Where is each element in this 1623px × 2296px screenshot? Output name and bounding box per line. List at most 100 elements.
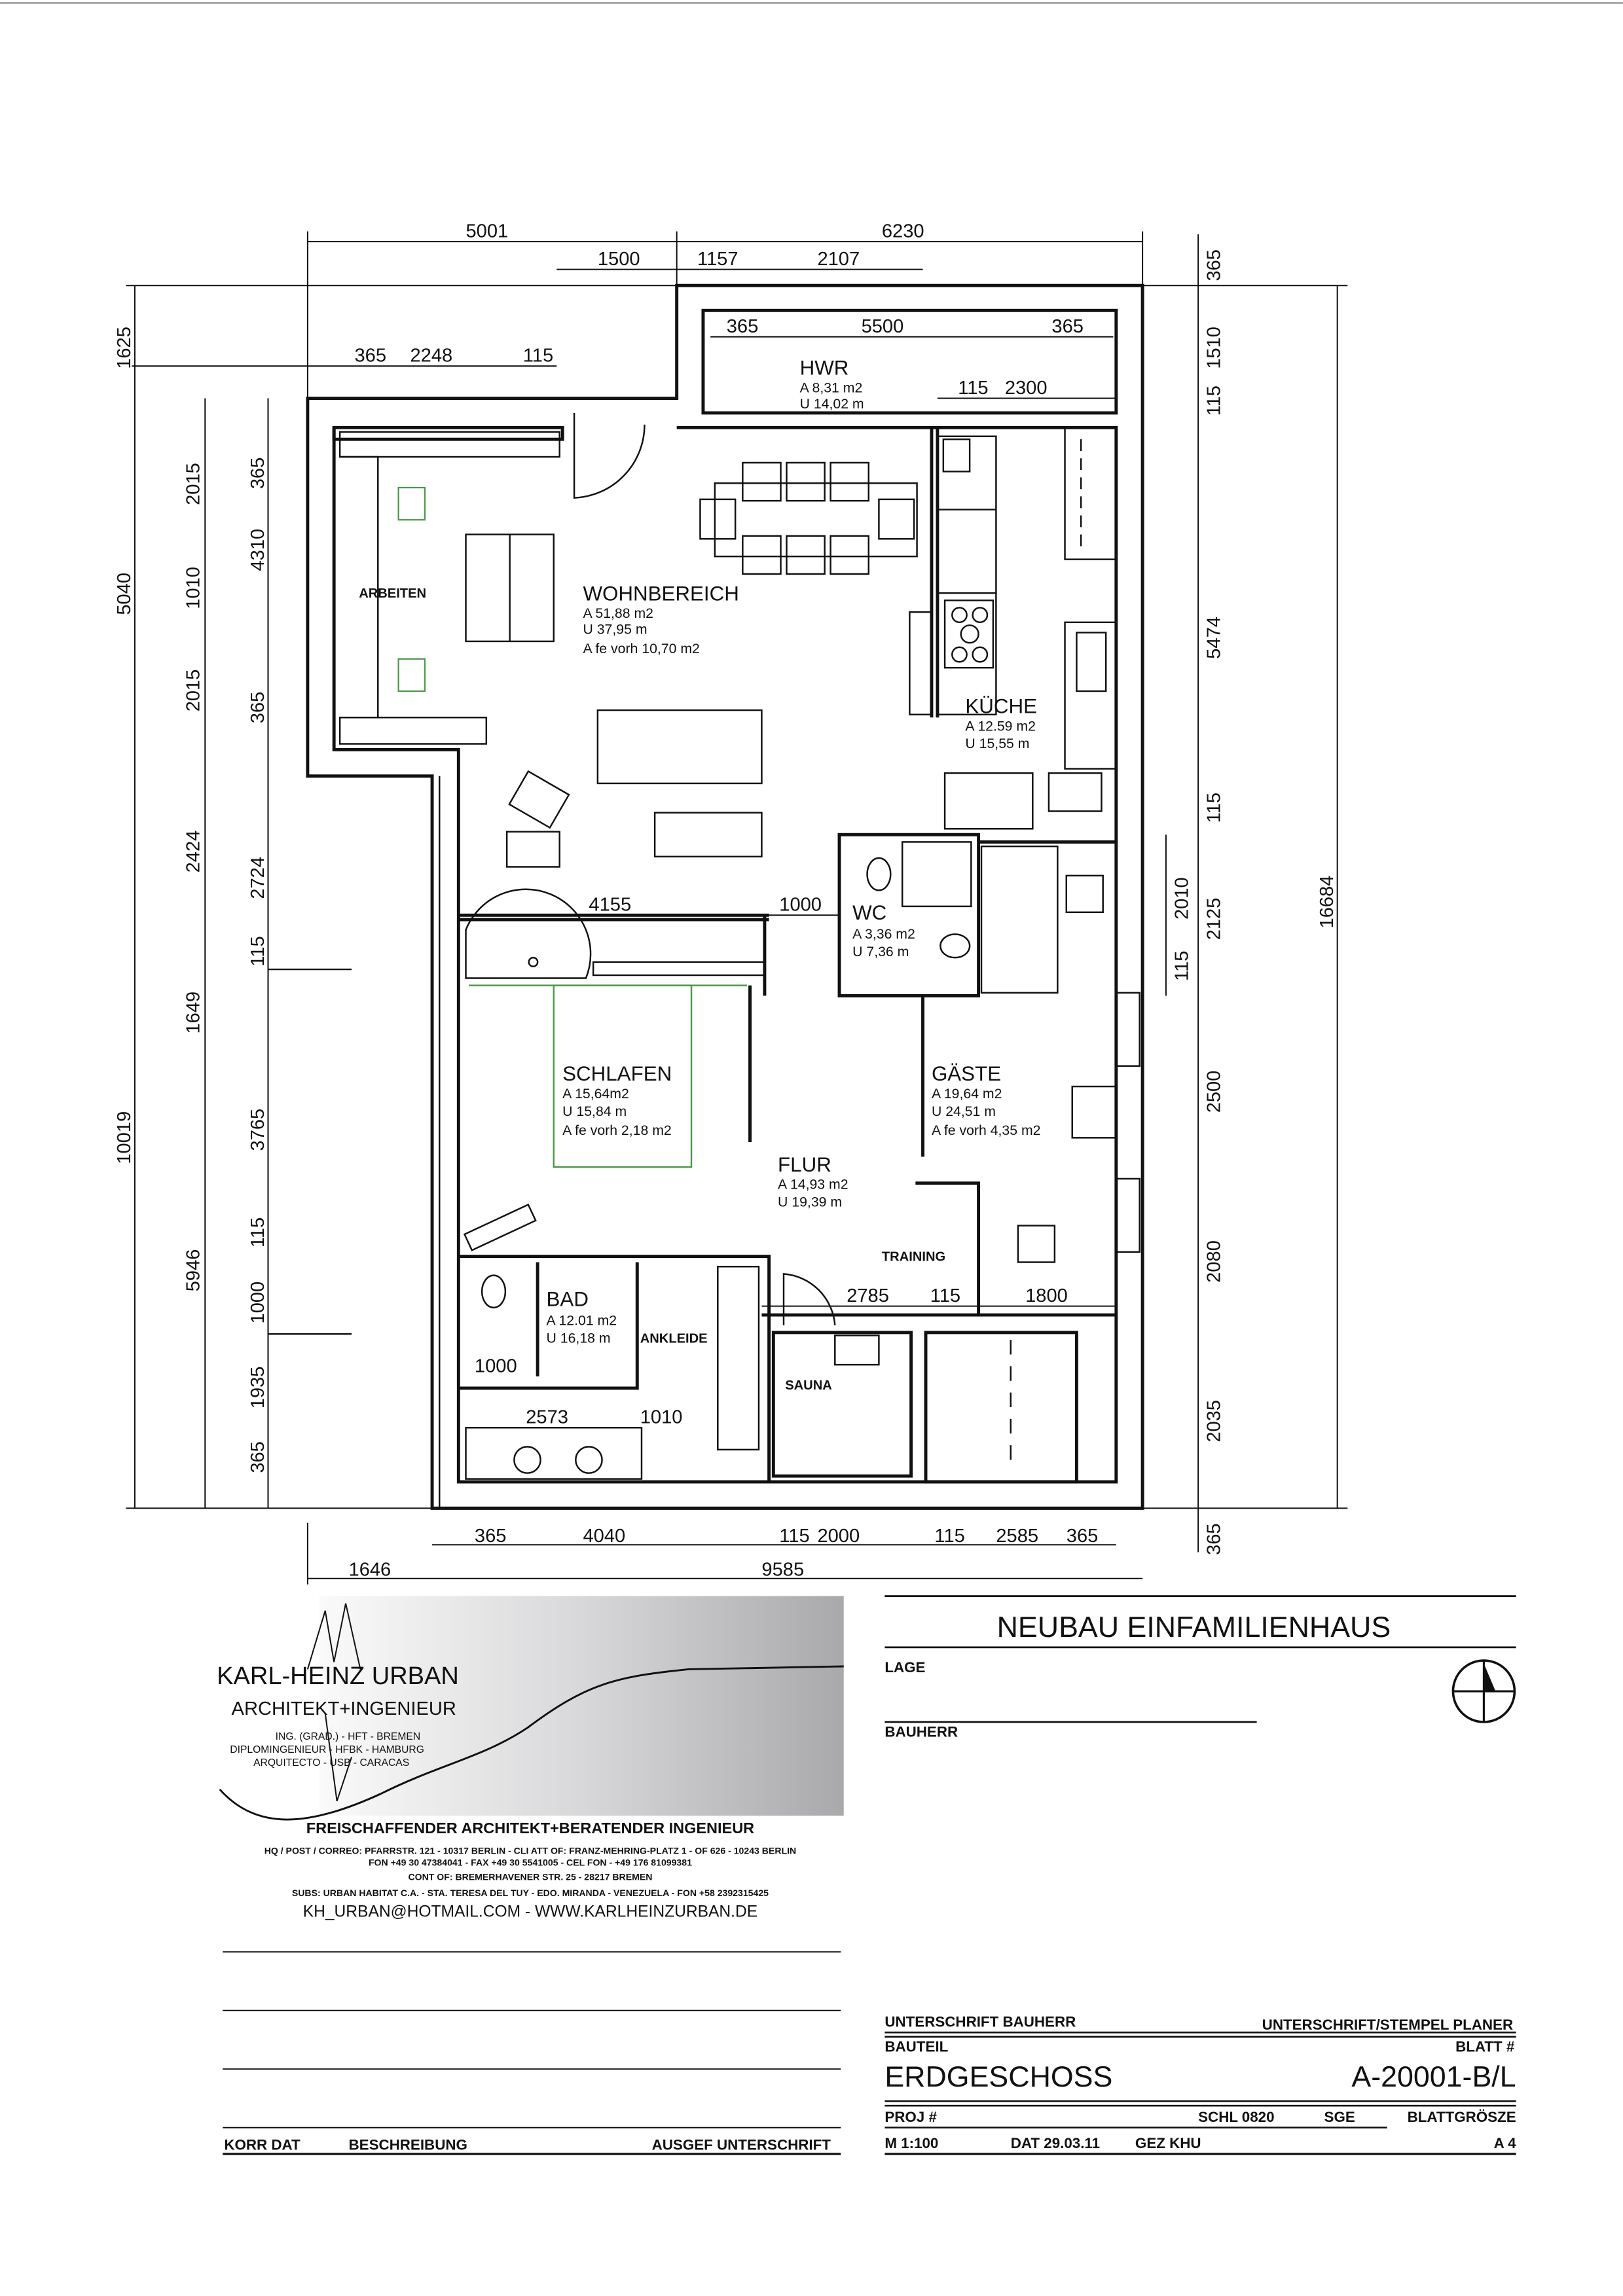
dim-label: 2248 [410, 346, 452, 367]
dim-label: 115 [247, 1217, 268, 1247]
dim-label: 365 [354, 346, 386, 367]
architect-logo: KARL-HEINZ URBAN ARCHITEKT+INGENIEUR ING… [217, 1596, 844, 1821]
dim-label: 2035 [1204, 1400, 1225, 1443]
north-arrow-icon [1451, 1659, 1516, 1723]
dining-table [699, 461, 918, 575]
dim-label: 2080 [1204, 1240, 1225, 1283]
hwr-perimeter-text: U 14,02 m [800, 396, 864, 412]
logo-credential: ARQUITECTO - USB - CARACAS [253, 1757, 409, 1768]
schlafen-window-text: A fe vorh 2,18 m2 [562, 1122, 672, 1138]
gaeste-window-text: A fe vorh 4,35 m2 [932, 1122, 1041, 1138]
office-title-text: FREISCHAFFENDER ARCHITEKT+BERATENDER ING… [306, 1820, 754, 1837]
dim-label: 2015 [183, 670, 204, 712]
dim-label: 115 [1204, 793, 1225, 823]
hwr-area-text: A 8,31 m2 [800, 380, 863, 396]
room-wc: WC A 3,36 m2 U 7,36 m [852, 901, 915, 960]
titleblock-bauteil-label-text: BAUTEIL [884, 2038, 948, 2054]
logo-profession: ARCHITEKT+INGENIEUR [232, 1698, 456, 1719]
dim-label: 365 [1204, 249, 1225, 281]
dim-label: 4310 [247, 529, 268, 571]
titleblock-sig-planer-text: UNTERSCHRIFT/STEMPEL PLANER [1262, 2017, 1513, 2033]
dim-label: 1157 [697, 249, 739, 270]
dim-label: 2573 [526, 1407, 568, 1428]
titleblock-proj-label-text: PROJ # [884, 2109, 937, 2125]
dim-label: 10019 [114, 1111, 135, 1164]
hwr-wall [701, 308, 1118, 415]
dim-label: 1010 [183, 567, 204, 609]
titleblock-sig-bauherr-text: UNTERSCHRIFT BAUHERR [884, 2013, 1076, 2030]
dim-label: 5946 [183, 1249, 204, 1292]
kueche-perimeter-text: U 15,55 m [965, 736, 1029, 751]
titleblock-bauherr-text: BAUHERR [884, 1723, 958, 1740]
kueche-name-text: KÜCHE [965, 695, 1037, 718]
dim-label: 365 [727, 316, 759, 337]
wc-area-text: A 3,36 m2 [852, 926, 915, 942]
gaeste-name-text: GÄSTE [932, 1062, 1001, 1085]
titleblock-date-text: DAT 29.03.11 [1011, 2135, 1100, 2151]
dim-label: 1510 [1204, 327, 1225, 369]
wohnbereich-name-text: WOHNBEREICH [583, 582, 739, 605]
dim-label: 2107 [817, 249, 860, 270]
dim-label: 4040 [583, 1526, 625, 1547]
dim-label: 2424 [183, 831, 204, 873]
dim-label: 5001 [466, 221, 509, 242]
titleblock-sge-text: SGE [1324, 2109, 1355, 2125]
flur-perimeter-text: U 19,39 m [778, 1194, 842, 1210]
flur-name-text: FLUR [778, 1153, 831, 1176]
office-contact-text: KH_URBAN@HOTMAIL.COM - WWW.KARLHEINZURBA… [303, 1903, 758, 1921]
titleblock-lage-text: LAGE [884, 1659, 925, 1676]
titleblock-scale-text: M 1:100 [884, 2135, 938, 2151]
schlafen-area-text: A 15,64m2 [562, 1086, 629, 1102]
dim-label: 1000 [779, 895, 822, 916]
dim-label: 9585 [761, 1559, 804, 1580]
dim-label: 365 [247, 692, 268, 724]
schlafen-name-text: SCHLAFEN [562, 1062, 672, 1085]
dim-label: 2000 [817, 1526, 860, 1547]
dim-label: 115 [779, 1526, 809, 1547]
schlafen-perimeter-text: U 15,84 m [562, 1103, 627, 1119]
wc-name-text: WC [852, 901, 886, 924]
dim-label: 1010 [640, 1407, 683, 1428]
dim-label: 365 [1067, 1526, 1099, 1547]
dim-label: 1500 [598, 249, 640, 270]
gaeste-area-text: A 19,64 m2 [932, 1086, 1002, 1102]
dim-label: 1800 [1025, 1285, 1068, 1306]
dim-label: 2724 [247, 857, 268, 899]
dim-label: 1935 [247, 1367, 268, 1409]
logo-name: KARL-HEINZ URBAN [217, 1662, 459, 1690]
room-arbeiten: ARBEITEN [359, 586, 426, 601]
gaeste-perimeter-text: U 24,51 m [932, 1103, 996, 1119]
dim-label: 365 [475, 1526, 507, 1547]
room-kueche: KÜCHE A 12.59 m2 U 15,55 m [965, 695, 1037, 752]
flur-area-text: A 14,93 m2 [778, 1177, 848, 1193]
dim-label: 115 [247, 936, 268, 966]
titleblock-schl-text: SCHL 0820 [1198, 2109, 1274, 2125]
dim-label: 1649 [183, 992, 204, 1034]
wohnbereich-area-text: A 51,88 m2 [583, 605, 653, 621]
wohnbereich-perimeter-text: U 37,95 m [583, 622, 647, 637]
dim-label: 6230 [882, 221, 924, 242]
dim-label: 2500 [1204, 1071, 1225, 1113]
revisions-unterschrift-text: AUSGEF UNTERSCHRIFT [652, 2136, 831, 2153]
lines-3-text: SUBS: URBAN HABITAT C.A. - STA. TERESA D… [292, 1888, 769, 1898]
room-flur: FLUR A 14,93 m2 U 19,39 m [778, 1153, 848, 1210]
room-training: TRAINING [882, 1249, 945, 1264]
room-hwr: HWR A 8,31 m2 U 14,02 m [800, 357, 864, 412]
floor-plan: 5001 6230 1500 1157 2107 365 5500 365 36… [114, 221, 1348, 1585]
dim-label: 3765 [247, 1109, 268, 1151]
dim-label: 365 [1051, 316, 1084, 337]
lines-0-text: HQ / POST / CORREO: PFARRSTR. 121 - 1031… [264, 1845, 796, 1856]
dim-label: 1625 [114, 327, 135, 369]
dim-label: 5500 [862, 316, 904, 337]
sauna-walls [771, 1331, 913, 1478]
title-block: NEUBAU EINFAMILIENHAUS LAGE BAUHERR UNTE… [884, 1595, 1516, 2155]
door-swing [573, 412, 646, 499]
dim-label: 115 [523, 346, 553, 367]
dim-label: 2785 [847, 1285, 889, 1306]
dim-label: 2585 [996, 1526, 1038, 1547]
titleblock-blattgroesse-label-text: BLATTGRÖSZE [1408, 2109, 1516, 2125]
logo-credential: DIPLOMINGENIEUR - HFBK - HAMBURG [230, 1744, 424, 1755]
dim-label: 2125 [1204, 898, 1225, 941]
bed [553, 984, 693, 1168]
dim-label: 365 [247, 457, 268, 490]
